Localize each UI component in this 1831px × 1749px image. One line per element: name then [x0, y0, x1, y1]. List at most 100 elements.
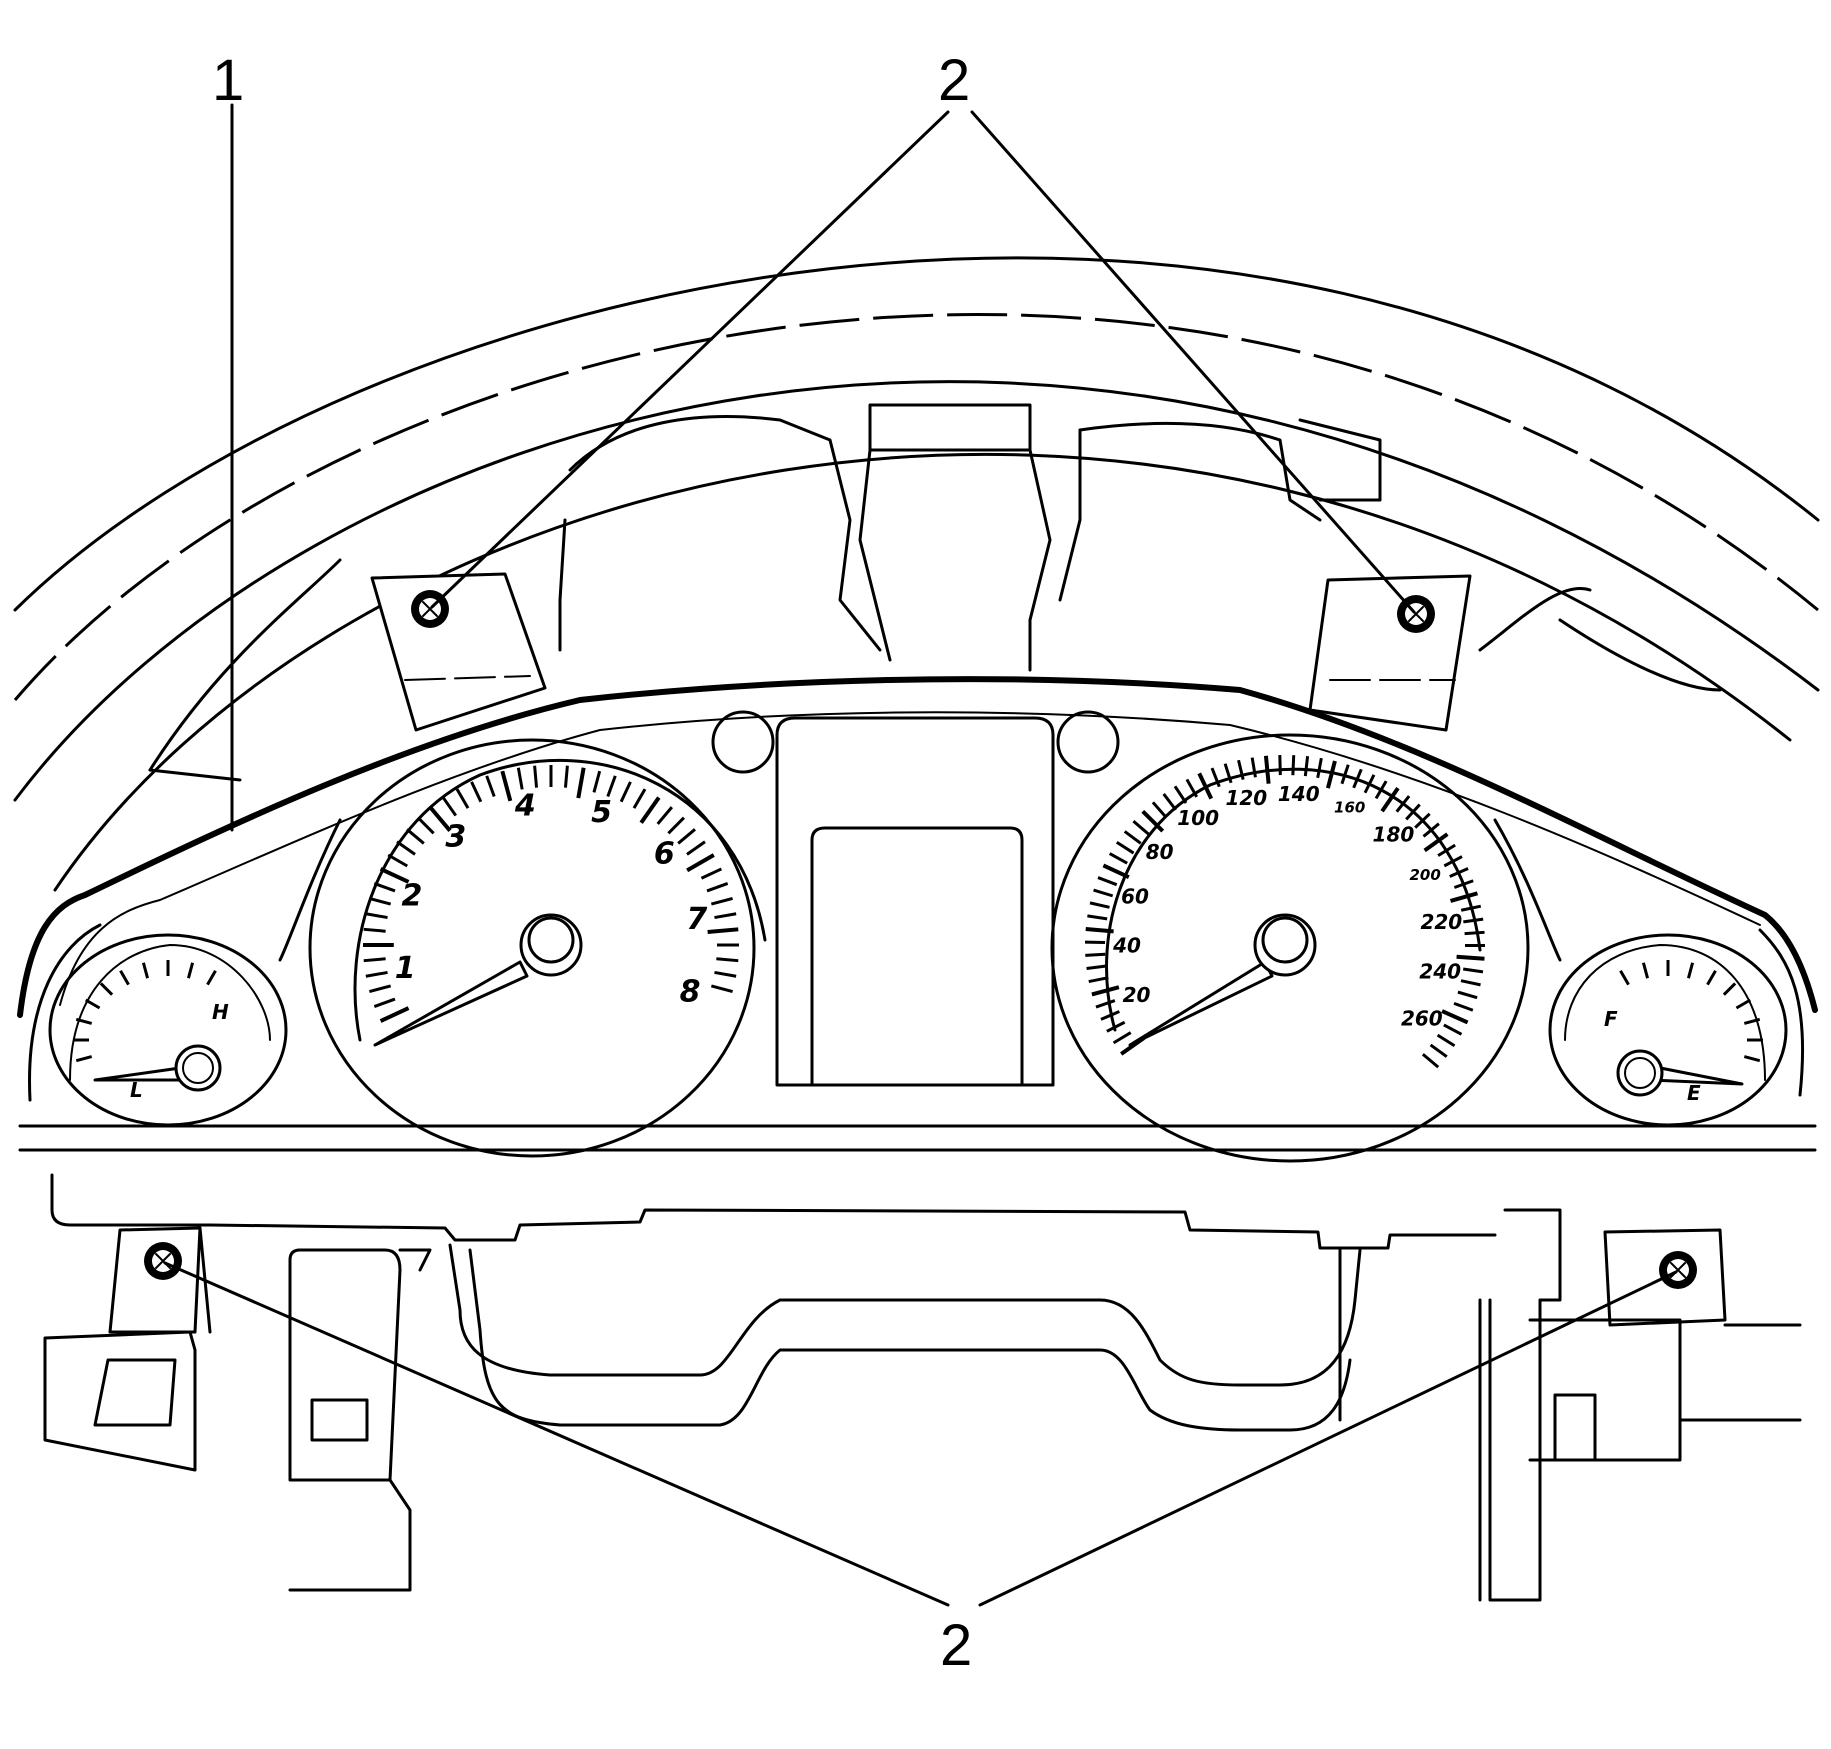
tachometer-number-label: 7	[686, 902, 707, 937]
speedometer-tick	[1464, 930, 1485, 936]
speedometer-tick	[1123, 830, 1142, 845]
callout-bottom-screws-label: 2	[940, 1613, 972, 1678]
speedometer-tick	[1210, 767, 1221, 788]
speedometer-tick	[1102, 863, 1130, 879]
tachometer-number-label: 5	[591, 795, 612, 830]
screw-bottom-left	[144, 1242, 182, 1280]
speedometer-tick	[1223, 763, 1233, 784]
speedometer-tick	[1437, 843, 1456, 857]
mounting-tab-top-left	[370, 572, 547, 732]
speedometer-number-label: 200	[1409, 866, 1440, 884]
speedometer-tick	[1141, 809, 1165, 833]
tachometer-tick	[406, 828, 425, 845]
tachometer-tick	[714, 970, 737, 978]
tachometer-tick	[470, 781, 483, 803]
tachometer-tick	[396, 840, 416, 856]
speedometer-number-label: 180	[1373, 822, 1415, 846]
tachometer-number-label: 8	[680, 974, 701, 1009]
fuel-full-label: F	[1604, 1007, 1618, 1031]
tachometer-tick	[677, 828, 696, 845]
temperature-high-label: H	[212, 1000, 229, 1024]
tachometer-tick	[455, 788, 470, 809]
tachometer-tick	[379, 867, 410, 884]
instrument-cluster-housing	[17, 676, 1818, 1102]
fuel-tick	[1706, 969, 1717, 986]
tachometer-tick	[632, 788, 647, 809]
speedometer-tick	[1449, 867, 1469, 878]
tachometer-number-label: 6	[654, 837, 675, 872]
tachometer-tick	[365, 970, 388, 978]
tachometer-tick	[373, 882, 396, 893]
tachometer-tick	[576, 767, 586, 799]
speedometer-tick	[1097, 876, 1118, 887]
tachometer-tick	[373, 997, 396, 1008]
tachometer-tick	[707, 927, 739, 934]
tachometer-tick	[563, 765, 569, 788]
temperature-tick	[99, 982, 114, 996]
speedometer-number-label: 140	[1278, 782, 1320, 806]
speedometer-number-label: 40	[1112, 934, 1141, 958]
tachometer-tick	[710, 984, 733, 994]
speedometer-tick	[1453, 1001, 1474, 1012]
fuel-empty-label: E	[1687, 1081, 1701, 1105]
temperature-tick	[75, 1017, 93, 1025]
fuel-tick	[1743, 1055, 1761, 1063]
speedometer-number-label: 260	[1401, 1007, 1443, 1031]
tachometer-tick	[369, 984, 392, 994]
tachometer-number-label: 2	[401, 879, 422, 914]
speedometer-tick	[1460, 979, 1481, 987]
speedometer-tick	[1463, 917, 1484, 924]
speedometer-tick	[1436, 1033, 1456, 1048]
fuel-tick	[1641, 962, 1650, 979]
speedometer-tick	[1325, 760, 1337, 789]
tachometer-tick	[379, 1006, 410, 1023]
speedometer-tick	[1132, 819, 1150, 836]
tachometer-tick	[714, 912, 737, 920]
tachometer-needle	[373, 960, 529, 1047]
speedometer-tick	[1456, 954, 1485, 961]
tachometer-tick	[619, 781, 632, 803]
speedometer-tick	[1085, 952, 1106, 957]
temperature-ticks	[73, 960, 217, 1063]
speedometer-tick	[1089, 901, 1110, 909]
speedometer-number-label: 120	[1225, 786, 1267, 810]
speedometer-tick	[1185, 778, 1199, 798]
speedometer-tick	[1091, 985, 1120, 997]
speedometer-tick	[1115, 840, 1135, 855]
tachometer-tick	[639, 796, 661, 824]
speedometer-tick	[1106, 1020, 1126, 1033]
tachometer-tick	[387, 853, 408, 868]
speedometer-number-label: 240	[1419, 960, 1461, 984]
speedometer-tick	[1395, 795, 1411, 813]
speedometer-tick	[1340, 764, 1350, 785]
cluster-bottom-view	[43, 1173, 1802, 1602]
tachometer-tick	[667, 816, 685, 835]
speedometer-tick	[1405, 803, 1421, 821]
tachometer-tick	[706, 882, 729, 893]
speedometer-tick	[1173, 785, 1188, 804]
speedometer-tick	[1429, 1043, 1448, 1058]
speedometer-number-label: 100	[1177, 806, 1219, 830]
speedometer-tick	[1237, 759, 1245, 781]
tachometer-tick	[363, 927, 386, 933]
temperature-tick	[141, 962, 150, 979]
tachometer-hub	[519, 913, 583, 977]
tachometer-tick	[516, 767, 524, 790]
tachometer-tick	[710, 896, 733, 906]
speedometer-tick	[1453, 879, 1474, 889]
speedometer-tick	[1087, 914, 1108, 921]
temperature-tick	[84, 998, 101, 1010]
speedometer-tick	[1443, 855, 1463, 868]
speedometer-tick	[1441, 1009, 1469, 1025]
tachometer-tick	[441, 796, 458, 817]
speedometer-tick	[1088, 976, 1109, 984]
speedometer-tick	[1374, 780, 1388, 800]
speedometer-hub	[1253, 913, 1317, 977]
temperature-tick	[119, 969, 130, 986]
tachometer-tick	[485, 775, 496, 798]
fuel-tick	[1735, 998, 1752, 1010]
speedometer-tick	[1449, 891, 1479, 903]
